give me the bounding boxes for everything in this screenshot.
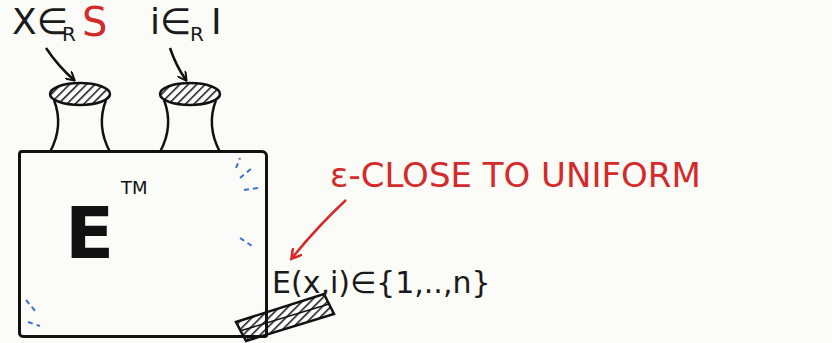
callout-arrow	[292, 200, 346, 258]
input-arrow	[46, 48, 74, 80]
input-funnel	[160, 83, 220, 152]
callout-note: ε-CLOSE TO UNIFORM	[330, 158, 701, 192]
output-label: E(x,i)∈{1,..,n}	[272, 268, 491, 298]
trademark-mark: TM	[121, 179, 148, 197]
sparkle-marks	[26, 158, 258, 326]
input-label: i∈	[150, 4, 191, 40]
machine-name: E	[65, 197, 114, 269]
set-name: S	[82, 2, 107, 42]
input-arrow	[170, 48, 186, 80]
extractor-box: E TM	[18, 150, 268, 338]
input-label: X∈	[12, 4, 68, 40]
set-name: I	[211, 4, 222, 40]
subscript: R	[190, 24, 204, 44]
input-funnel	[50, 83, 110, 152]
conveyor-belt	[236, 294, 334, 341]
subscript: R	[62, 24, 76, 44]
